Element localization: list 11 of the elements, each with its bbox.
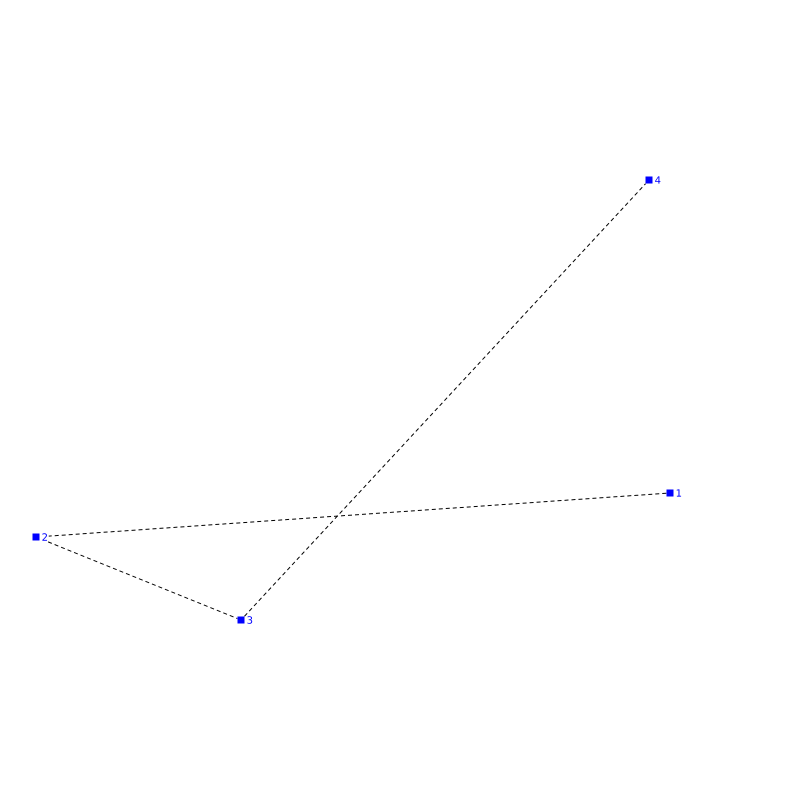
square-marker — [646, 176, 652, 184]
dashed-line — [244, 183, 646, 617]
square-marker — [32, 534, 40, 540]
square-marker — [666, 490, 674, 496]
square-marker — [238, 616, 244, 624]
point-label: 1 — [676, 489, 682, 497]
point-label: 2 — [42, 533, 47, 541]
dashed-line — [48, 492, 667, 537]
dashed-line — [48, 541, 238, 619]
point-label: 3 — [247, 616, 252, 624]
point-label: 4 — [655, 176, 660, 184]
